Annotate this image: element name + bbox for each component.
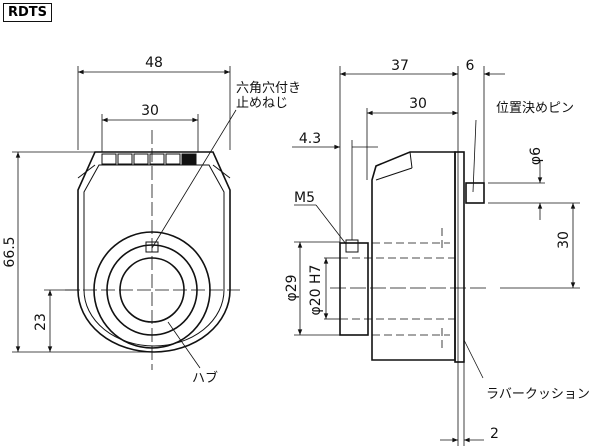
dim-offset: 4.3 xyxy=(299,131,321,147)
dim-center-height: 23 xyxy=(33,313,49,331)
label-thread: M5 xyxy=(294,190,315,206)
front-view xyxy=(65,130,240,370)
label-setscrew-1: 六角穴付き xyxy=(236,81,301,96)
dim-cushion: 2 xyxy=(490,426,499,442)
label-setscrew-2: 止めねじ xyxy=(236,96,288,111)
label-hub: ハブ xyxy=(192,370,218,386)
dim-pin-length: 6 xyxy=(466,58,475,74)
side-view xyxy=(330,151,490,363)
side-body xyxy=(371,151,456,361)
rubber-cushion-flange xyxy=(454,151,465,363)
dim-depth: 37 xyxy=(391,58,409,74)
dim-pin-diameter: φ6 xyxy=(528,147,544,165)
dim-height: 66.5 xyxy=(2,236,18,267)
label-positioning-pin: 位置決めピン xyxy=(496,101,574,116)
dim-width: 48 xyxy=(145,55,163,71)
front-body-outline xyxy=(77,151,231,353)
side-dimensions xyxy=(292,66,580,446)
front-dimensions xyxy=(12,66,237,369)
side-hub xyxy=(339,242,369,336)
model-badge: RDTS xyxy=(3,3,53,22)
dim-bore: φ20 H7 xyxy=(308,265,324,316)
scale-marks xyxy=(101,153,197,165)
dim-pin-height: 30 xyxy=(556,231,572,249)
dim-inner-width: 30 xyxy=(141,103,159,119)
positioning-pin xyxy=(465,182,485,204)
dim-body-depth: 30 xyxy=(409,96,427,112)
label-rubber-cushion: ラバークッション xyxy=(486,387,590,402)
dim-hub-diameter: φ29 xyxy=(284,274,300,301)
